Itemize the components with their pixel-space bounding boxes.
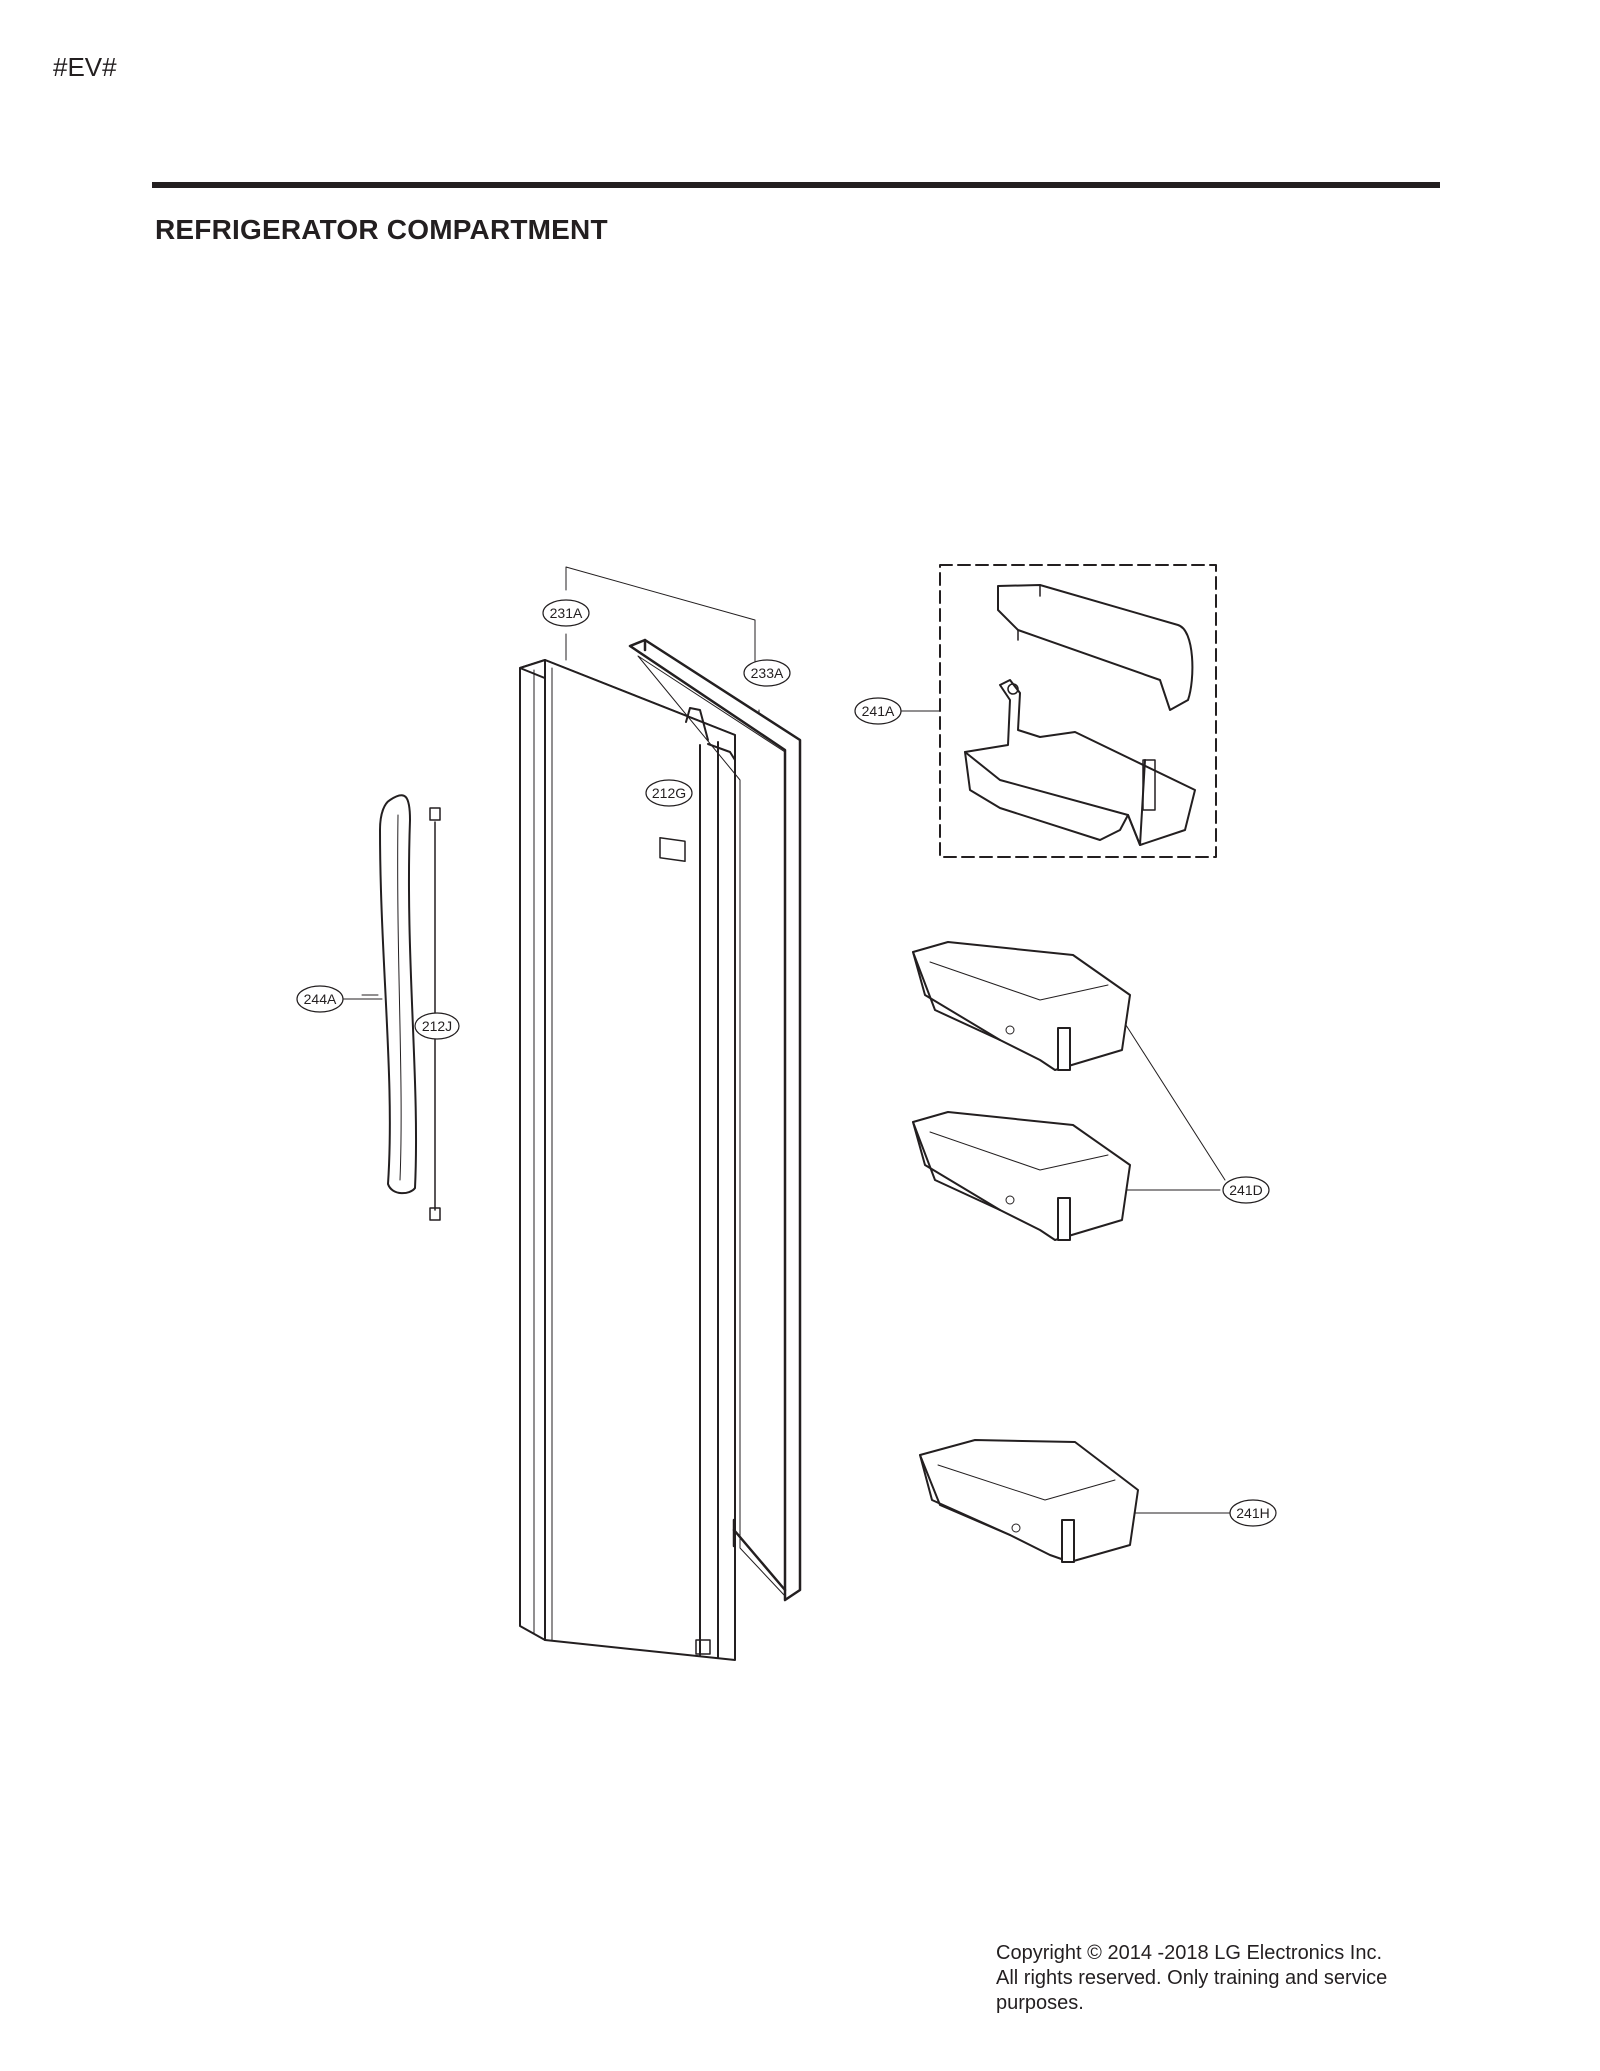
callout-244A: 244A (296, 985, 383, 1013)
section-title: REFRIGERATOR COMPARTMENT (155, 214, 608, 245)
header-rule (152, 182, 1440, 188)
copyright-line-2: All rights reserved. Only training and s… (996, 1967, 1388, 1989)
callout-label-241D: 241D (1229, 1182, 1262, 1198)
door-gasket (628, 638, 802, 1602)
door-handle (379, 794, 418, 1195)
model-code: #EV# (53, 52, 117, 82)
callout-231A: 231A (542, 599, 590, 627)
copyright-notice: Copyright © 2014 -2018 LG Electronics In… (996, 1941, 1446, 2016)
door-bin-241H (919, 1439, 1139, 1563)
copyright-line-3: purposes. (996, 1992, 1084, 2014)
refrigerator-door (519, 659, 736, 1661)
basket-assembly-241A (939, 564, 1217, 858)
callout-241A: 241A (854, 697, 902, 725)
callout-label-241H: 241H (1236, 1505, 1269, 1521)
callout-label-241A: 241A (862, 703, 895, 719)
callout-241D: 241D (1222, 1176, 1270, 1204)
callout-label-212J: 212J (422, 1018, 452, 1034)
callout-212G: 212G (645, 779, 693, 807)
door-bin-241D-lower (912, 1111, 1131, 1241)
callout-label-233A: 233A (751, 665, 784, 681)
callout-241H: 241H (1229, 1499, 1277, 1527)
callout-label-244A: 244A (304, 991, 337, 1007)
copyright-line-1: Copyright © 2014 -2018 LG Electronics In… (996, 1942, 1383, 1964)
callout-label-212G: 212G (652, 785, 686, 801)
callout-label-231A: 231A (550, 605, 583, 621)
callout-212J: 212J (414, 1012, 460, 1040)
callout-233A: 233A (743, 659, 791, 687)
door-bin-241D-upper (912, 941, 1131, 1071)
